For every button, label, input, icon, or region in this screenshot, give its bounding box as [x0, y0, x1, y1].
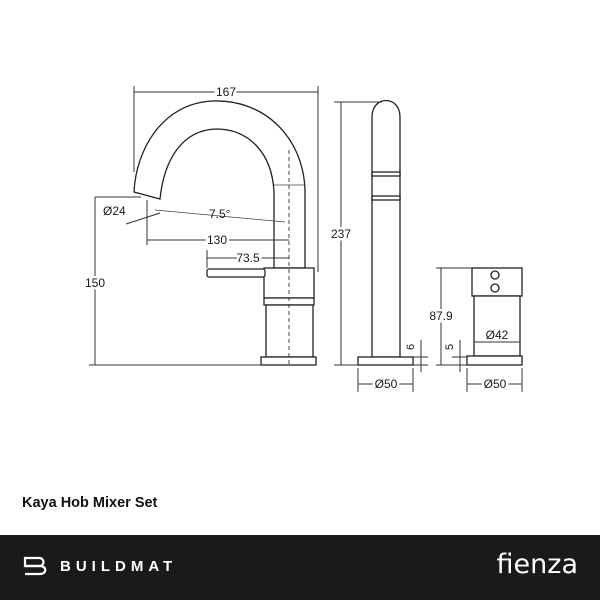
mixer-lever	[206, 268, 266, 278]
fienza-logo[interactable]: fienza	[496, 549, 578, 580]
dim-control-diameter: Ø42	[486, 328, 509, 342]
dim-overall-reach: 167	[216, 85, 236, 99]
buildmat-wordmark: BUILDMAT	[60, 557, 178, 575]
dim-control-height: 87.9	[429, 309, 453, 323]
control-indicator-top	[490, 270, 500, 280]
dim-total-height: 237	[331, 227, 351, 241]
dim-handle-reach: 73.5	[236, 251, 260, 265]
buildmat-brand[interactable]: BUILDMAT	[22, 555, 177, 577]
front-spout	[371, 100, 401, 358]
dim-base-thickness-right: 5	[444, 344, 456, 350]
dim-base-thickness-left: 6	[405, 344, 417, 350]
dim-base-diameter-right: Ø50	[484, 377, 507, 391]
dim-angle: 7.5°	[209, 207, 231, 221]
footer-bar: BUILDMAT fienza	[0, 535, 600, 600]
dim-outlet-reach: 130	[207, 233, 227, 247]
mixer-base	[260, 356, 317, 366]
dim-base-diameter-left: Ø50	[375, 377, 398, 391]
buildmat-logo-icon	[23, 556, 47, 576]
control-base	[466, 355, 523, 366]
product-title: Kaya Hob Mixer Set	[22, 495, 158, 511]
dim-outlet-height: 150	[85, 276, 105, 290]
dim-outlet-diameter: Ø24	[103, 204, 126, 218]
technical-drawing: 167 Ø24 7.5° 130 73.5 150 237 Ø50 6 87.9…	[84, 85, 523, 392]
control-indicator-bottom	[490, 283, 500, 293]
mixer-spout	[133, 100, 306, 269]
front-base	[357, 356, 414, 366]
